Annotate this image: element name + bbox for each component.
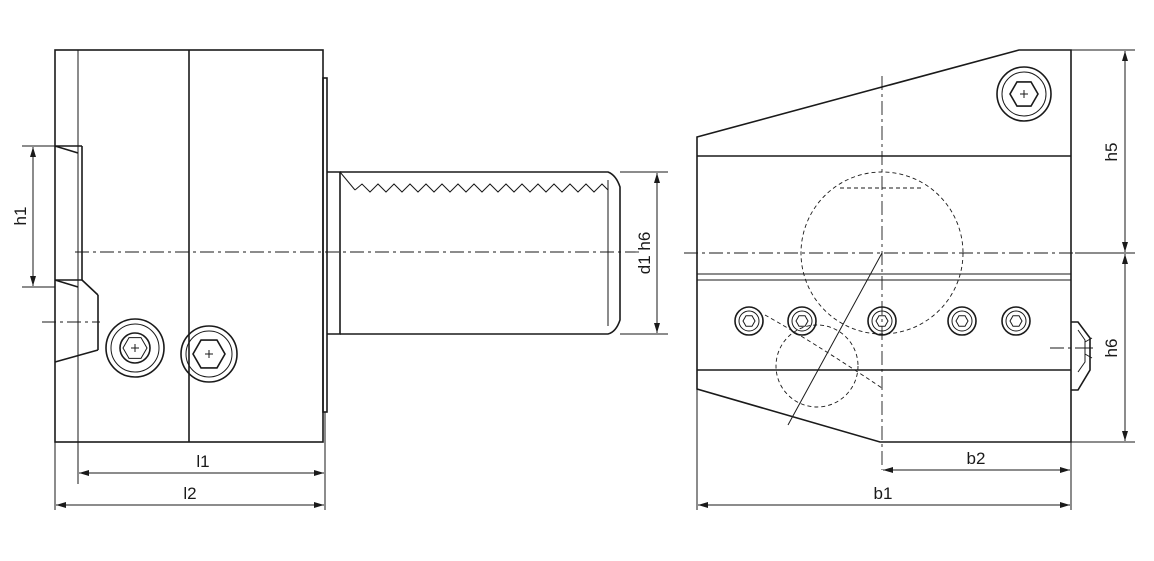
dim-l1: l1 [77, 412, 326, 510]
shank [327, 171, 621, 335]
cap-screw-1 [105, 318, 165, 378]
label-d1: d1 h6 [635, 232, 654, 275]
dim-b1: b1 [696, 389, 1070, 510]
top-cap-screw [996, 66, 1052, 122]
front-outline [696, 49, 1072, 443]
set-screw-5 [1001, 306, 1031, 336]
set-screw-1 [734, 306, 764, 336]
set-screw-3 [867, 306, 897, 336]
dim-h1: h1 [11, 145, 55, 288]
dim-b2: b2 [883, 442, 1072, 510]
flange [322, 77, 328, 413]
set-screws-row [734, 306, 1031, 336]
label-h6: h6 [1102, 339, 1121, 358]
label-b2: b2 [967, 449, 986, 468]
dim-h6: h6 [1071, 254, 1135, 443]
side-view: h1 d1 h6 l1 l2 [11, 49, 668, 510]
dim-d1: d1 h6 [620, 171, 668, 335]
label-h1: h1 [11, 207, 30, 226]
cap-screw-2 [180, 325, 238, 383]
set-screw-2 [787, 306, 817, 336]
dim-h5: h5 [1071, 49, 1135, 254]
set-screw-4 [947, 306, 977, 336]
clamp-detail [1071, 321, 1091, 391]
notch [54, 145, 99, 363]
label-l1: l1 [196, 452, 209, 471]
label-b1: b1 [874, 484, 893, 503]
dim-l2: l2 [54, 442, 324, 510]
label-l2: l2 [183, 484, 196, 503]
front-view: h5 h6 b2 b1 [684, 49, 1135, 510]
wedge-circle [775, 324, 859, 408]
label-h5: h5 [1102, 143, 1121, 162]
